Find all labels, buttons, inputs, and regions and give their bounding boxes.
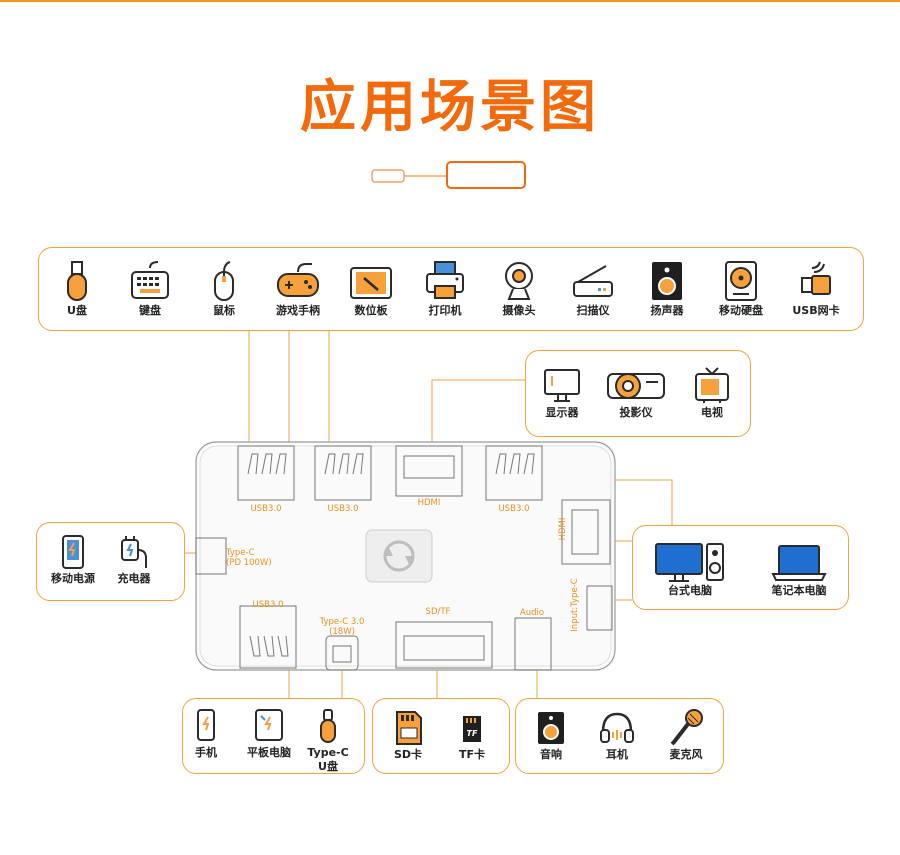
device-label: 摄像头 bbox=[502, 304, 536, 317]
device-label: 键盘 bbox=[139, 304, 161, 317]
tv-icon bbox=[695, 367, 729, 403]
port-typec30-label: Type-C 3.0 (18W) bbox=[319, 617, 365, 637]
device-phone: 手机 bbox=[188, 706, 224, 760]
gamepad-icon bbox=[277, 263, 319, 297]
device-power-bank: 移动电源 bbox=[44, 532, 102, 586]
device-label: USB网卡 bbox=[792, 304, 840, 317]
device-label: 耳机 bbox=[606, 748, 628, 761]
drawing-tablet-icon bbox=[350, 267, 392, 299]
device-label: 游戏手柄 bbox=[276, 304, 320, 317]
device-keyboard: 键盘 bbox=[119, 258, 181, 318]
device-label: Type-C U盘 bbox=[307, 746, 349, 773]
device-label: 平板电脑 bbox=[247, 746, 291, 759]
device-label: 显示器 bbox=[545, 406, 579, 419]
port-input-label: Input:Type-C bbox=[570, 578, 580, 632]
speaker-icon bbox=[652, 262, 682, 300]
microphone-icon bbox=[670, 709, 703, 746]
top-accent-line bbox=[0, 0, 900, 2]
printer-icon bbox=[426, 261, 464, 299]
port-usb-label-4: USB3.0 bbox=[252, 600, 284, 610]
device-usb-drive: U盘 bbox=[46, 258, 108, 318]
device-label: 扫描仪 bbox=[576, 304, 610, 317]
device-charger: 充电器 bbox=[106, 532, 162, 586]
device-label: 鼠标 bbox=[213, 304, 235, 317]
usb-drive-icon bbox=[67, 261, 87, 301]
usb-cable-decoration bbox=[371, 161, 526, 189]
device-label: TF卡 bbox=[458, 748, 486, 761]
projector-icon bbox=[607, 373, 665, 399]
device-label: U盘 bbox=[67, 304, 87, 317]
device-mouse: 鼠标 bbox=[193, 258, 255, 318]
power-devices-panel bbox=[36, 522, 185, 601]
device-gamepad: 游戏手柄 bbox=[267, 258, 329, 318]
device-microphone: 麦克风 bbox=[660, 708, 712, 762]
device-tablet: 平板电脑 bbox=[244, 706, 294, 760]
power-bank-icon bbox=[62, 535, 84, 569]
mouse-icon bbox=[214, 261, 234, 301]
device-monitor: 显示器 bbox=[532, 364, 592, 420]
device-drawing-tablet: 数位板 bbox=[340, 258, 402, 318]
webcam-icon bbox=[505, 262, 533, 300]
device-projector: 投影仪 bbox=[602, 364, 670, 420]
device-usb-wifi: USB网卡 bbox=[784, 258, 848, 318]
device-label: 音响 bbox=[540, 748, 562, 761]
port-usb-label-2: USB3.0 bbox=[327, 504, 359, 514]
port-usb-label-3: USB3.0 bbox=[498, 504, 530, 514]
svg-text:TF: TF bbox=[467, 729, 478, 738]
port-hdmi-label: HDMI bbox=[417, 498, 441, 508]
device-label: 台式电脑 bbox=[668, 584, 712, 597]
headphones-icon bbox=[600, 712, 634, 743]
device-speaker: 扬声器 bbox=[636, 258, 698, 318]
device-label: 麦克风 bbox=[669, 748, 703, 761]
port-typec-pd-label: Type-C (PD 100W) bbox=[226, 548, 272, 568]
device-label: 笔记本电脑 bbox=[771, 584, 827, 597]
device-label: 打印机 bbox=[428, 304, 462, 317]
speaker-icon bbox=[538, 712, 564, 744]
device-printer: 打印机 bbox=[414, 258, 476, 318]
tf-card-icon: TF bbox=[463, 716, 481, 742]
monitor-icon bbox=[544, 369, 580, 402]
keyboard-icon bbox=[131, 261, 169, 299]
device-desktop-pc: 台式电脑 bbox=[650, 540, 730, 598]
device-typec-drive: Type-C U盘 bbox=[304, 706, 352, 774]
desktop-pc-icon bbox=[655, 543, 724, 582]
phone-icon bbox=[197, 709, 215, 741]
hard-drive-icon bbox=[725, 261, 757, 301]
device-label: 电视 bbox=[701, 406, 723, 419]
usb-wifi-icon bbox=[801, 261, 831, 295]
device-label: 投影仪 bbox=[619, 406, 653, 419]
device-tf-card: TF TF卡 bbox=[446, 708, 498, 762]
device-audio-speaker: 音响 bbox=[526, 708, 576, 762]
device-scanner: 扫描仪 bbox=[562, 258, 624, 318]
port-audio-label: Audio bbox=[519, 608, 545, 618]
charger-icon bbox=[121, 536, 147, 568]
port-hdmi-label-2: HDMI bbox=[558, 517, 568, 541]
device-label: 数位板 bbox=[354, 304, 388, 317]
device-sd-card: SD卡 bbox=[382, 708, 434, 762]
typec-drive-icon bbox=[320, 709, 336, 743]
device-laptop: 笔记本电脑 bbox=[760, 540, 838, 598]
card-devices-panel bbox=[372, 698, 510, 774]
port-sdtf-label: SD/TF bbox=[425, 607, 451, 617]
tablet-icon bbox=[255, 709, 283, 741]
device-label: 移动硬盘 bbox=[719, 304, 763, 317]
device-tv: 电视 bbox=[682, 364, 742, 420]
device-label: 手机 bbox=[195, 746, 217, 759]
scanner-icon bbox=[573, 265, 613, 297]
port-usb-label-1: USB3.0 bbox=[250, 504, 282, 514]
device-label: SD卡 bbox=[393, 748, 423, 761]
device-label: 充电器 bbox=[117, 572, 151, 585]
device-webcam: 摄像头 bbox=[488, 258, 550, 318]
sd-card-icon bbox=[396, 711, 422, 745]
device-label: 移动电源 bbox=[51, 572, 95, 585]
device-hard-drive: 移动硬盘 bbox=[709, 258, 773, 318]
device-headphones: 耳机 bbox=[592, 708, 642, 762]
laptop-icon bbox=[771, 545, 827, 581]
device-label: 扬声器 bbox=[650, 304, 684, 317]
page-title: 应用场景图 bbox=[300, 75, 600, 140]
